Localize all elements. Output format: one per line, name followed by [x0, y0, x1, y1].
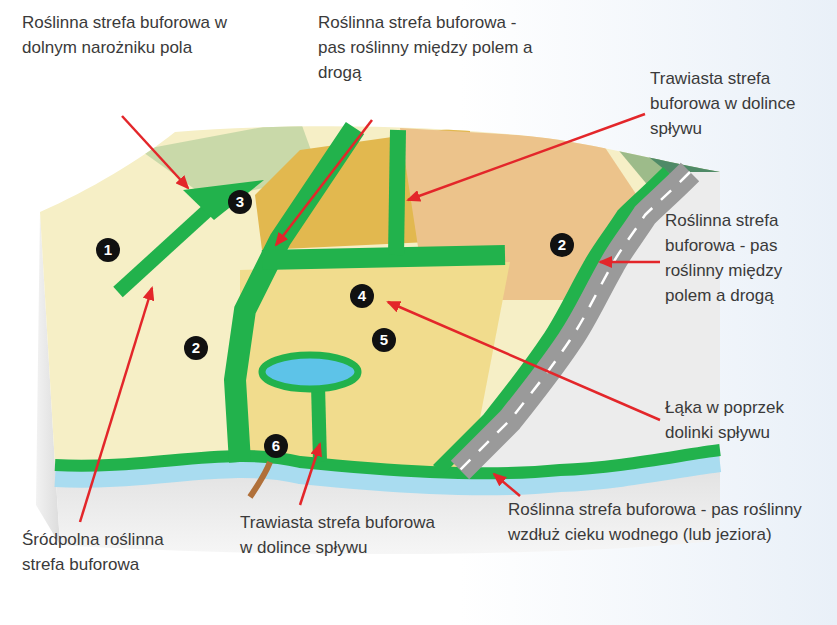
callout-number: 1	[96, 238, 120, 262]
callout-text: 2	[192, 339, 200, 356]
pond	[262, 355, 358, 389]
callout-text: 6	[272, 437, 280, 454]
callout-number: 2	[550, 233, 574, 257]
callout-label: Roślinna strefa buforowa - pas roślinny …	[665, 208, 830, 308]
road	[460, 172, 690, 470]
callout-number: 5	[372, 328, 396, 352]
callout-number: 6	[264, 434, 288, 458]
callout-number: 2	[184, 336, 208, 360]
stream	[250, 462, 270, 497]
callout-label: Łąka w poprzek dolinki spływu	[665, 395, 830, 445]
callout-label: Trawiasta strefa buforowa w dolince spły…	[240, 510, 435, 560]
callout-label: Roślinna strefa buforowa - pas roślinny …	[318, 10, 533, 85]
callout-text: 3	[236, 193, 244, 210]
leader-arrows	[80, 114, 660, 522]
corner-buffer	[183, 180, 264, 220]
callout-text: 4	[358, 287, 366, 304]
callout-number: 3	[228, 190, 252, 214]
callout-text: 2	[558, 236, 566, 253]
callout-text: 1	[104, 241, 112, 258]
shore-buffer-strip	[55, 450, 720, 473]
callout-label: Śródpolna roślinna strefa buforowa	[22, 527, 182, 577]
callout-label: Trawiasta strefa buforowa w dolince spły…	[650, 66, 830, 141]
callout-text: 5	[380, 331, 388, 348]
callout-label: Roślinna strefa buforowa w dolnym narożn…	[22, 10, 237, 60]
terrain-surface	[30, 110, 730, 490]
callout-number: 4	[350, 284, 374, 308]
callout-label: Roślinna strefa buforowa - pas roślinny …	[508, 497, 830, 547]
road-marking	[460, 172, 690, 470]
